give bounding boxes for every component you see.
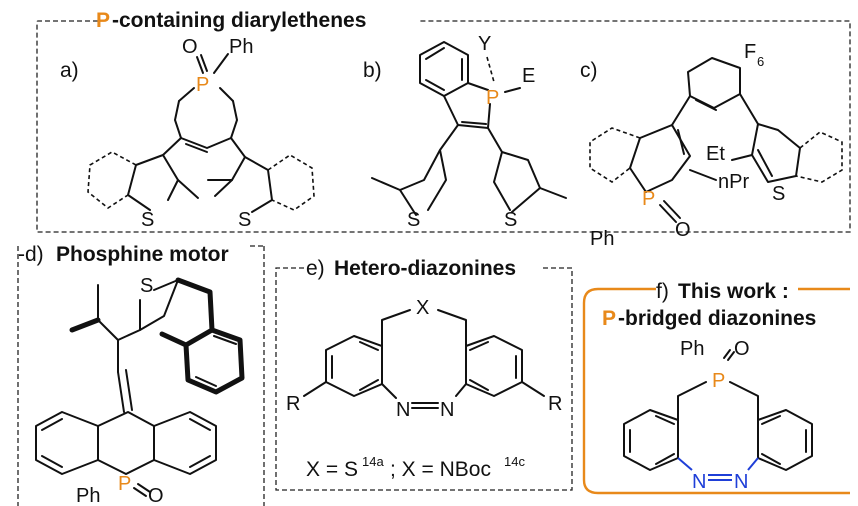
e-letter: e)	[306, 257, 325, 280]
atom-ph: Ph	[229, 36, 253, 58]
atom-n-e1: N	[396, 399, 410, 421]
label-c: c)	[580, 59, 598, 82]
label-b: b)	[363, 59, 382, 82]
structure-a: a) O Ph P S S	[60, 36, 315, 231]
label-a: a)	[60, 59, 79, 82]
atom-f6: F	[744, 41, 756, 63]
f-title: This work :	[678, 280, 789, 303]
atom-e: E	[522, 65, 535, 87]
atom-p-d: P	[118, 473, 131, 495]
atom-o: O	[182, 36, 198, 58]
top-title-p: P	[96, 9, 110, 32]
atom-s-c: S	[772, 183, 785, 205]
atom-ph-c: Ph	[590, 228, 614, 250]
atom-o-c: O	[675, 219, 691, 241]
e-title: Hetero-diazonines	[334, 257, 516, 280]
d-title: Phosphine motor	[56, 243, 229, 266]
panel-f: f) This work : P -bridged diazonines Ph …	[582, 280, 850, 495]
structure-b: b) P Y E S S	[363, 33, 567, 231]
atom-p: P	[196, 74, 209, 96]
atom-y: Y	[478, 33, 491, 55]
atom-n-f1: N	[692, 471, 706, 493]
atom-p-f: P	[712, 370, 725, 392]
atom-s-b1: S	[407, 209, 420, 231]
atom-o-f: O	[734, 338, 750, 360]
atom-r-right: R	[548, 393, 562, 415]
atom-r-left: R	[286, 393, 300, 415]
atom-s-a2: S	[238, 209, 251, 231]
atom-o-d: O	[148, 485, 164, 506]
e-foot-mid: ; X = NBoc	[390, 458, 491, 481]
d-letter: -d)	[18, 243, 44, 266]
panel-top: P -containing diarylethenes	[36, 9, 851, 233]
panel-d: -d) Phosphine motor S P O Ph	[17, 243, 265, 506]
atom-s-b2: S	[504, 209, 517, 231]
f-subtitle-p: P	[602, 307, 616, 330]
e-foot-sup1: 14a	[362, 454, 384, 469]
atom-ph-f: Ph	[680, 338, 704, 360]
atom-s-a1: S	[141, 209, 154, 231]
atom-n-f2: N	[734, 471, 748, 493]
structure-c: c) F 6 P O Ph nPr S Et	[580, 41, 843, 250]
e-foot-sup2: 14c	[504, 454, 525, 469]
f-letter: f)	[656, 280, 669, 303]
atom-ph-d: Ph	[76, 485, 100, 506]
atom-f6-sub: 6	[757, 54, 764, 69]
atom-npr: nPr	[718, 171, 749, 193]
atom-s-d: S	[140, 275, 153, 297]
atom-n-e2: N	[440, 399, 454, 421]
e-foot-1: X = S	[306, 458, 358, 481]
atom-p-c: P	[642, 188, 655, 210]
atom-x: X	[416, 297, 429, 319]
f-subtitle: -bridged diazonines	[618, 307, 816, 330]
atom-p-b: P	[486, 87, 499, 109]
panel-e: e) Hetero-diazonines X R R N N X = S 14a…	[275, 257, 573, 491]
atom-et: Et	[706, 143, 725, 165]
top-title: -containing diarylethenes	[112, 9, 366, 32]
